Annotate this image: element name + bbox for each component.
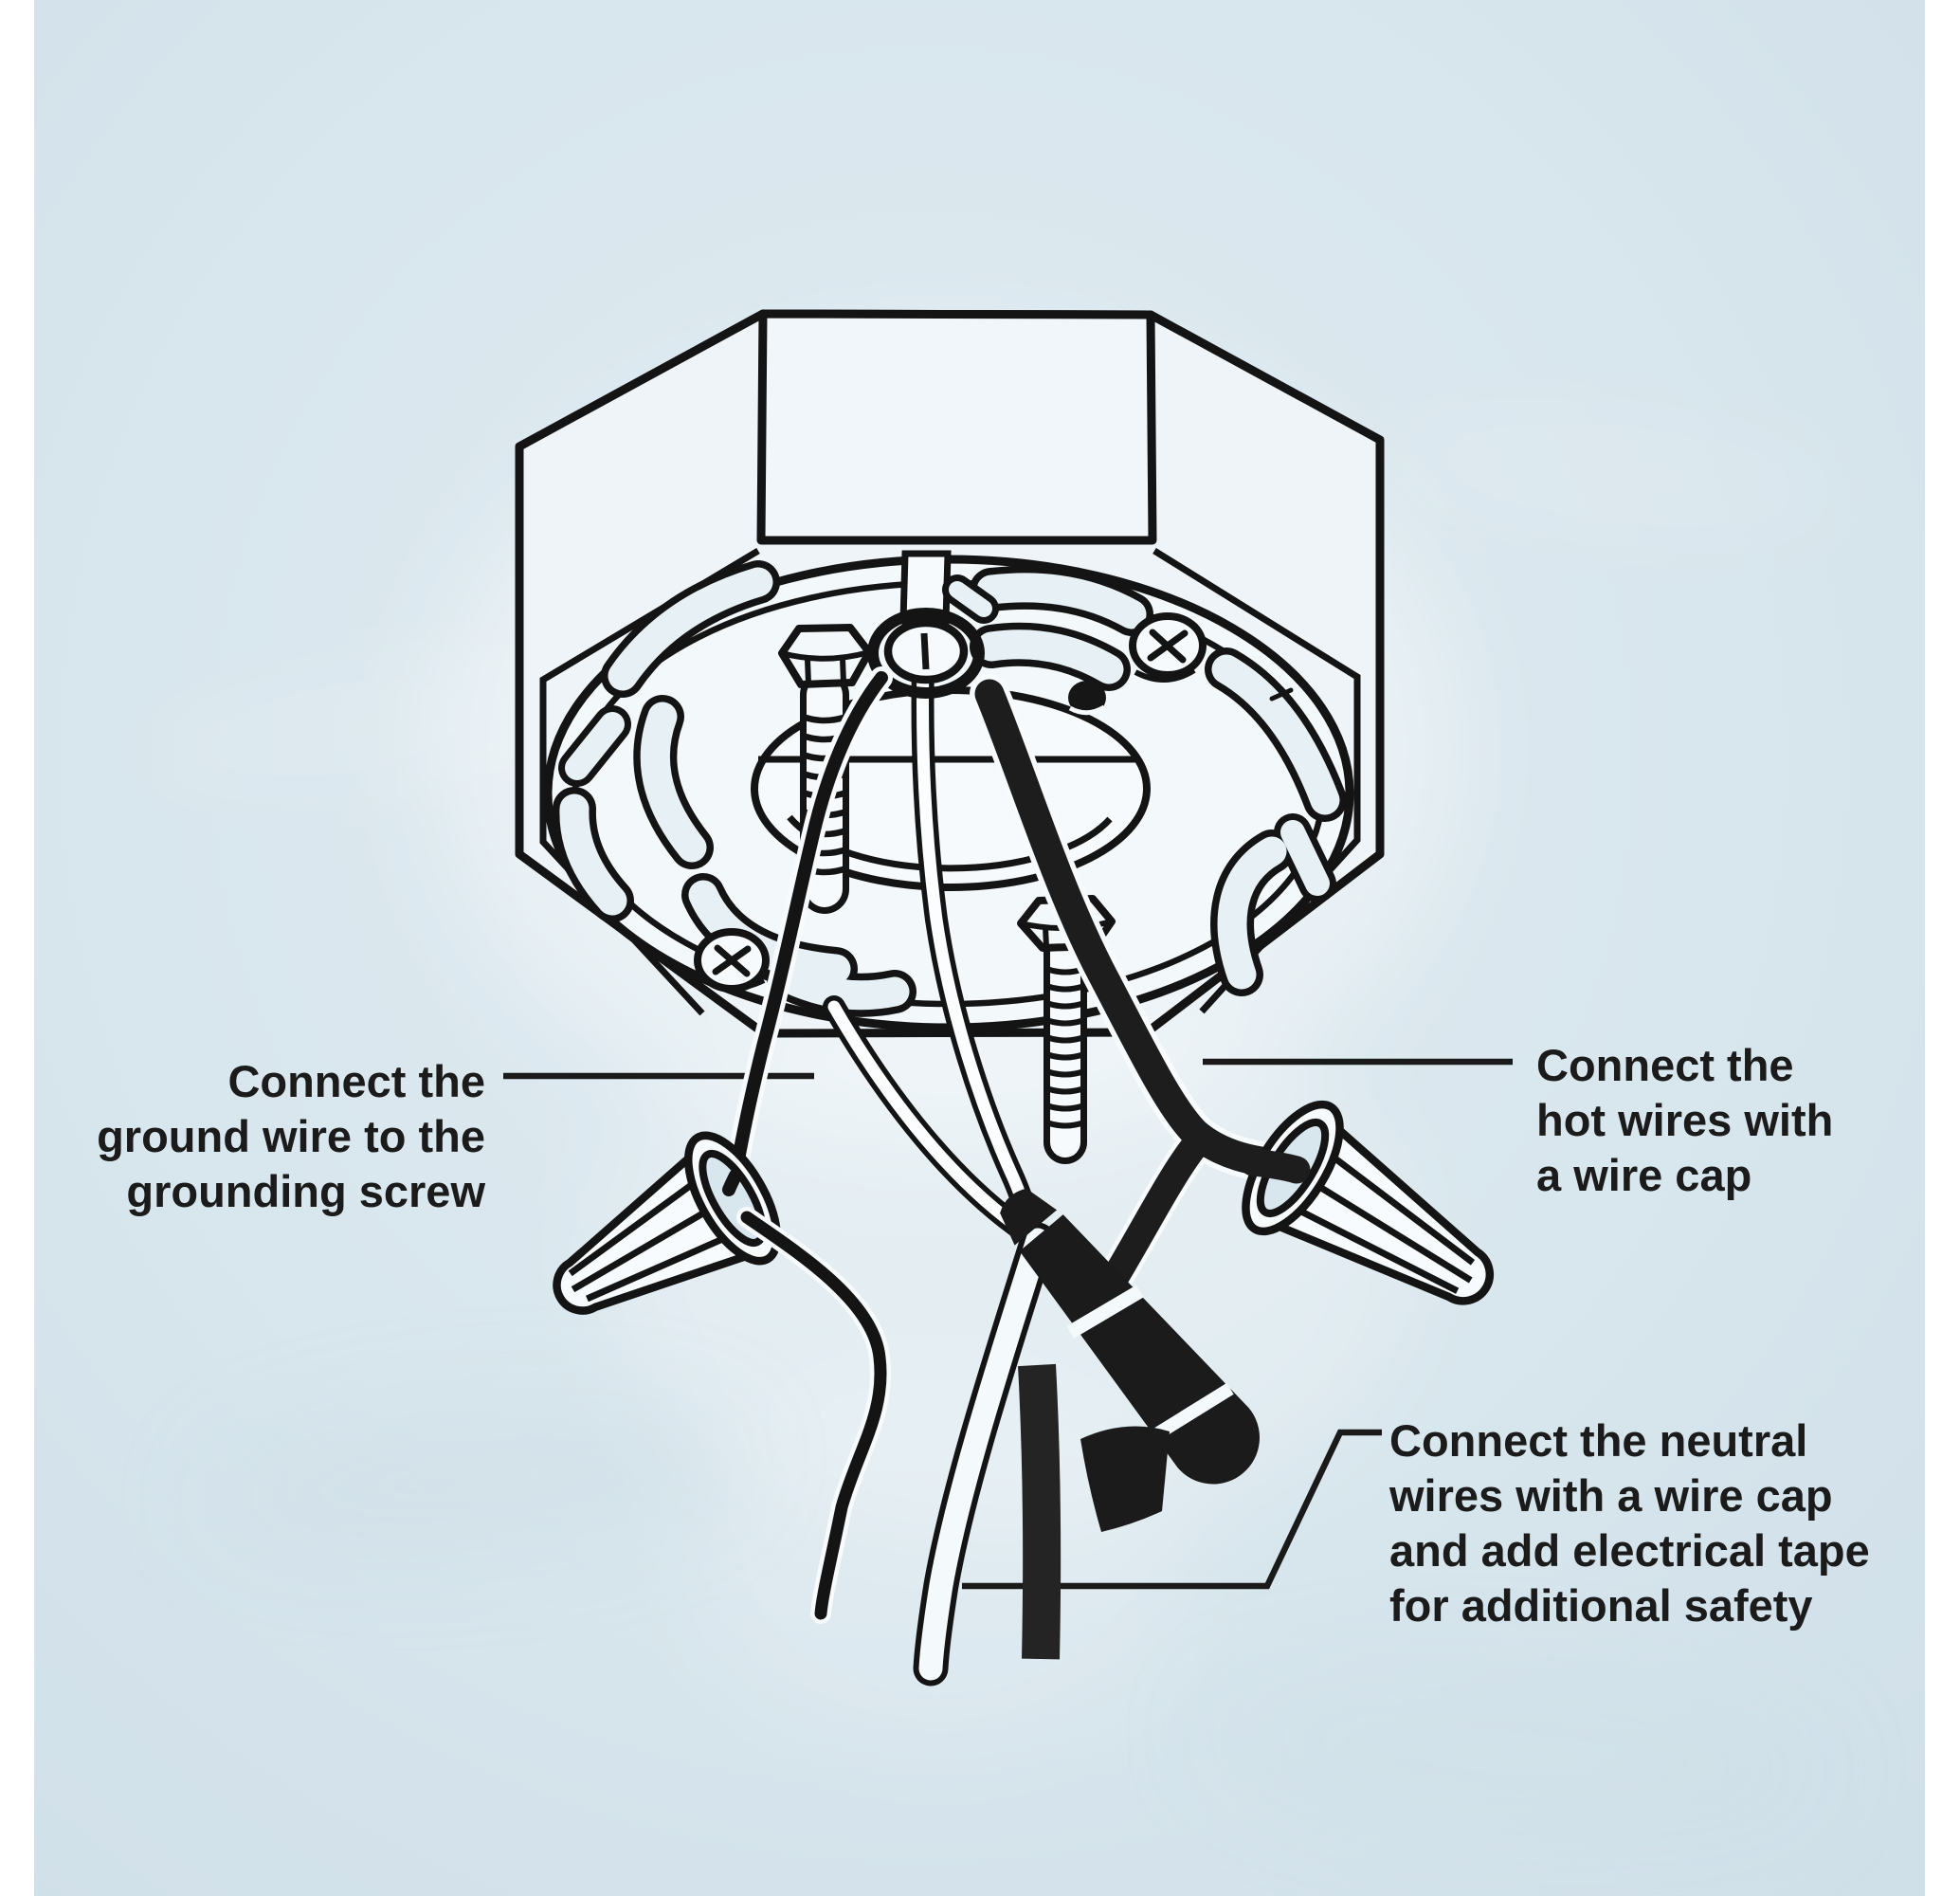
plate-slots (552, 560, 1347, 1017)
ground-wire-loop (867, 608, 985, 699)
plate-hole-part-2 (1068, 704, 1106, 716)
tape-tip (1000, 1188, 1058, 1246)
ground-wire-ends-part-1 (722, 1169, 742, 1196)
hot-wire-supply (1102, 1125, 1214, 1289)
watercolor-streaks-part-4 (1213, 1675, 1820, 1832)
junction-box-top-face (756, 309, 1157, 545)
plate-slots-part-4-part-2 (1280, 820, 1330, 896)
annotation-hot-line-1: Connect the (1536, 1040, 1794, 1090)
annotation-neutral-line-1: Connect the neutral (1389, 1415, 1807, 1466)
electrical-tape-joint (1000, 1188, 1260, 1532)
neutral-supply-wire (913, 1222, 1056, 1686)
tape-flap (1080, 1426, 1170, 1532)
plate-slots-part-3-part-6 (976, 573, 1147, 629)
hot-wire-fixture (974, 679, 1302, 1179)
plate-slots-part-4 (565, 712, 1330, 896)
tape-body (1019, 1214, 1260, 1485)
screw-threads-part-3 (1045, 1000, 1085, 1010)
screw-threads-part-7 (1045, 1068, 1085, 1078)
watercolor-streaks (125, 403, 1857, 1832)
annotation-hot-line-3: a wire cap (1536, 1150, 1751, 1200)
plate-slots-part-3-part-1 (608, 567, 773, 691)
watercolor-streaks-part-3 (209, 1409, 739, 1549)
annotation-hot-line-2: hot wires with (1536, 1095, 1833, 1145)
hot-wire-tip (1239, 1148, 1311, 1184)
annotation-ground: Connect the ground wire to the grounding… (97, 1056, 485, 1216)
grounding-screw (867, 608, 985, 699)
hot-wires (970, 674, 1307, 1293)
plate-slots-part-3-part-5 (773, 963, 910, 1011)
plate-slots-part-3-part-2 (559, 793, 627, 916)
mounting-plate (543, 550, 1354, 1032)
annotation-ground-line-2: ground wire to the (97, 1111, 485, 1161)
screw-threads-part-8 (1045, 1085, 1085, 1095)
plate-slots-part-3-part-7 (976, 629, 1124, 684)
wire-cap-left-part-2 (568, 1171, 741, 1303)
screw-threads-part-10 (1045, 1120, 1085, 1129)
annotation-neutral: Connect the neutral wires with a wire ca… (1388, 1415, 1870, 1631)
neutral-wire-2 (823, 995, 1037, 1244)
taped-wire-tail (1018, 1363, 1062, 1660)
screw-threads-part-4 (1045, 1017, 1085, 1027)
bolt-head-edge (781, 649, 870, 662)
keyhole-slot (942, 574, 999, 624)
plate-slots-part-3-part-8 (1211, 654, 1340, 815)
phillips-screw-right (1129, 612, 1207, 683)
screw-threads-part-5 (1045, 1034, 1085, 1044)
leader-line-neutral (962, 1429, 1382, 1590)
ground-wire (724, 666, 893, 1187)
electrical-tape-joint-part-1-part-2 (1147, 1382, 1234, 1444)
electrical-tape-joint-part-1-part-1 (1066, 1285, 1144, 1339)
neutral-wire-2-part-2 (827, 1000, 1032, 1239)
grounding-screw-slot (920, 632, 930, 670)
phillips-screw-right-part-3 (1147, 629, 1189, 664)
phillips-screw-left-part-3 (712, 944, 752, 977)
annotations: Connect the ground wire to the grounding… (97, 1040, 1870, 1631)
electrical-tape-joint-part-1 (1000, 1188, 1260, 1485)
screw-threads (1045, 966, 1085, 1129)
plate-slots-part-5 (1269, 687, 1294, 702)
bolt-head-facets (805, 658, 846, 684)
annotation-neutral-line-4: for additional safety (1389, 1580, 1813, 1631)
watercolor-streaks-part-2 (1366, 403, 1857, 545)
annotation-hot: Connect the hot wires with a wire cap (1536, 1040, 1833, 1200)
plate-hole-part-1 (1068, 681, 1106, 715)
plate-slots-part-3-part-9 (1217, 836, 1287, 990)
screw-threads-part-2 (1045, 983, 1085, 993)
plate-hole (1068, 681, 1106, 716)
plate-slots-part-3-part-3 (640, 702, 707, 863)
keyhole-slot-part-2 (949, 581, 992, 617)
annotation-ground-line-3: grounding screw (126, 1166, 485, 1216)
neutral-wire-1 (911, 652, 1043, 1239)
wire-cap-right-part-2 (1282, 1143, 1476, 1294)
neutral-supply-wire-part-2 (918, 1228, 1050, 1681)
phillips-screw-left (694, 928, 770, 993)
neutral-wire-1-part-2 (916, 657, 1038, 1234)
annotation-ground-line-1: Connect the (227, 1056, 485, 1106)
screw-threads-part-6 (1045, 1051, 1085, 1061)
ground-wire-tail (740, 1211, 887, 1620)
annotation-neutral-line-2: wires with a wire cap (1388, 1470, 1833, 1521)
ground-wire-part-2 (729, 671, 888, 1182)
annotation-neutral-line-3: and add electrical tape (1389, 1525, 1870, 1576)
ground-wire-ends (722, 1169, 891, 1624)
screw-threads-part-9 (1045, 1103, 1085, 1112)
plate-slots-part-4-part-1 (565, 712, 625, 780)
plate-slots-part-3 (559, 567, 1340, 1011)
